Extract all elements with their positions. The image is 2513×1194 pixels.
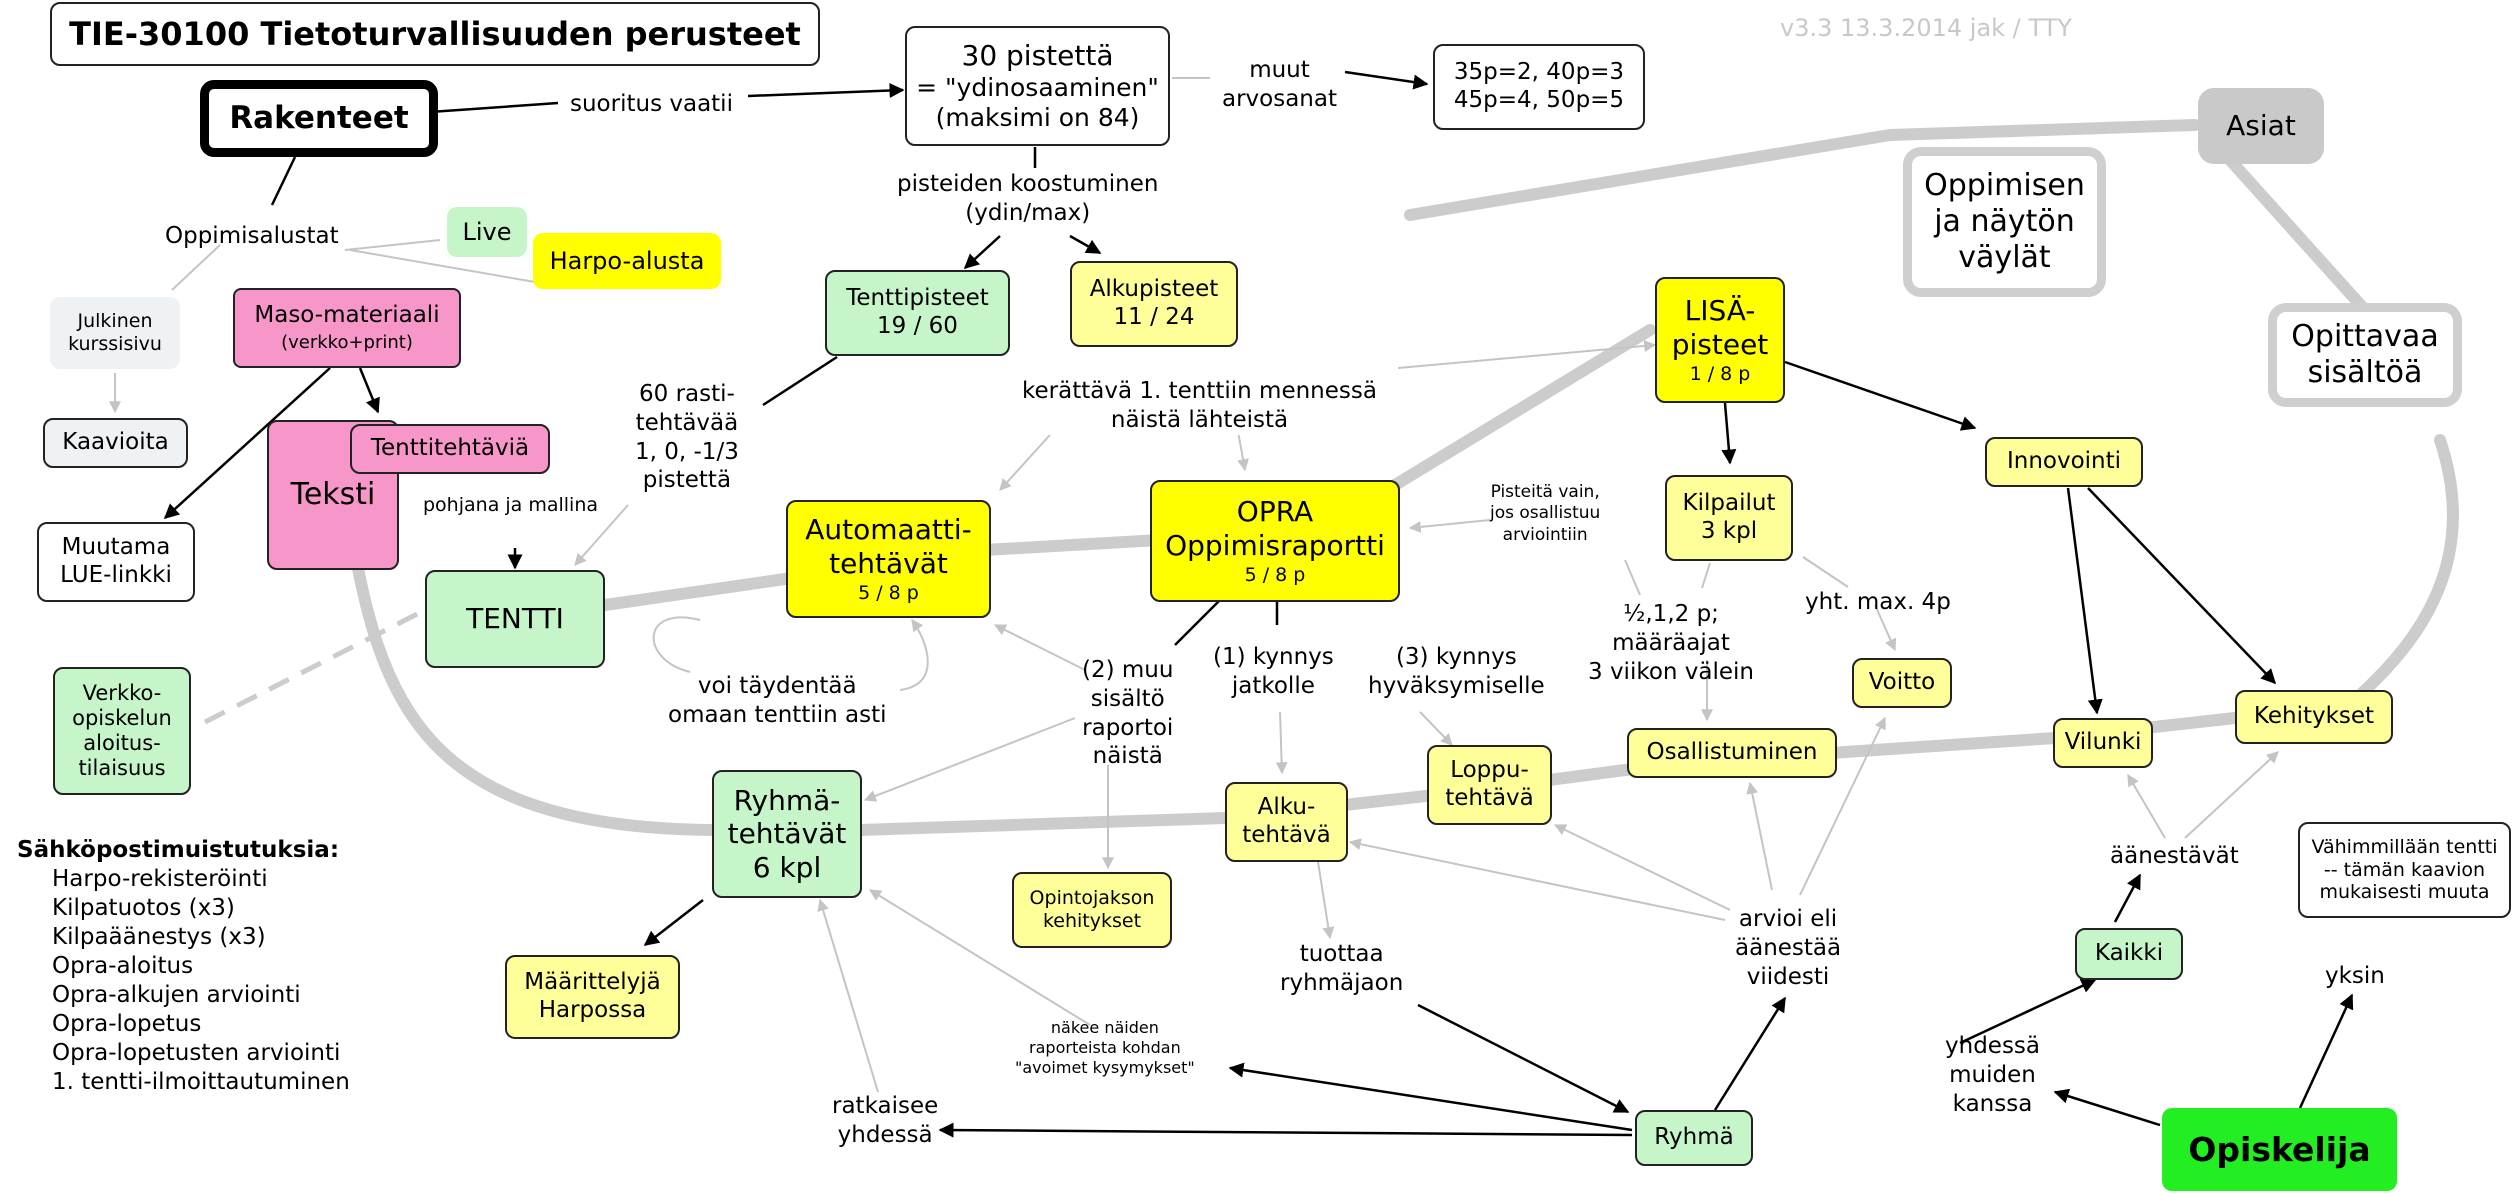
node-asiat: Asiat bbox=[2198, 88, 2324, 164]
node-kaavioita: Kaavioita bbox=[43, 418, 188, 468]
label-voi: voi täydentää omaan tenttiin asti bbox=[668, 673, 887, 728]
tenttipisteet-line1: Tenttipisteet bbox=[846, 285, 989, 312]
node-oppimisen: Oppimisen ja näytön väylät bbox=[1903, 147, 2106, 297]
alkupisteet-line2: 11 / 24 bbox=[1113, 304, 1195, 330]
dashed-verkko bbox=[203, 607, 427, 725]
node-muutama: Muutama LUE-linkki bbox=[37, 522, 195, 602]
node-julkinen: Julkinen kurssisivu bbox=[50, 297, 180, 369]
opra-sub: 5 / 8 p bbox=[1244, 564, 1306, 587]
label-suoritus: suoritus vaatii bbox=[570, 90, 733, 119]
node-alkutehtava: Alku- tehtävä bbox=[1225, 782, 1348, 862]
node-lopputehtava: Loppu- tehtävä bbox=[1427, 745, 1552, 825]
label-yht: yht. max. 4p bbox=[1805, 589, 1951, 615]
opra-line1: OPRA bbox=[1236, 495, 1314, 528]
node-automaatti: Automaatti- tehtävät 5 / 8 p bbox=[786, 500, 991, 618]
node-vilunki: Vilunki bbox=[2053, 718, 2153, 768]
node-live: Live bbox=[447, 207, 527, 257]
node-kehitykset: Kehitykset bbox=[2235, 690, 2393, 744]
label-kynnys3: (3) kynnys hyväksymiselle bbox=[1368, 644, 1545, 699]
node-opittavaa: Opittavaa sisältöä bbox=[2268, 303, 2462, 407]
label-aanestavat: äänestävät bbox=[2110, 843, 2239, 869]
node-lisapisteet: LISÄ- pisteet 1 / 8 p bbox=[1655, 277, 1785, 403]
node-rakenteet: Rakenteet bbox=[200, 80, 438, 157]
reminder-item: Harpo-rekisteröinti bbox=[52, 866, 268, 892]
label-rasti: 60 rasti- tehtävää 1, 0, -1/3 pistettä bbox=[635, 381, 739, 494]
label-nakee: näkee näiden raporteista kohdan "avoimet… bbox=[1015, 1018, 1195, 1077]
reminder-item: Opra-aloitus bbox=[52, 953, 194, 979]
node-harpo-alusta: Harpo-alusta bbox=[533, 233, 721, 289]
grades-line1: 35p=2, 40p=3 bbox=[1453, 59, 1625, 86]
node-opra: OPRA Oppimisraportti 5 / 8 p bbox=[1150, 480, 1400, 602]
backbone-oppimisen bbox=[1404, 119, 2201, 221]
maso-sub: (verkko+print) bbox=[281, 332, 413, 353]
label-kynnys1: (1) kynnys jatkolle bbox=[1213, 644, 1334, 699]
node-alkupisteet: Alkupisteet 11 / 24 bbox=[1070, 261, 1238, 347]
lisapisteet-line2: pisteet bbox=[1671, 327, 1769, 361]
node-voitto: Voitto bbox=[1852, 658, 1952, 708]
label-koostuminen: pisteiden koostuminen (ydin/max) bbox=[897, 171, 1159, 226]
node-ryhmatehtavat: Ryhmä- tehtävät 6 kpl bbox=[712, 770, 862, 898]
automaatti-line2: tehtävät bbox=[829, 546, 948, 580]
automaatti-line1: Automaatti- bbox=[805, 513, 972, 546]
label-muut: muut arvosanat bbox=[1222, 57, 1337, 112]
node-kaikki: Kaikki bbox=[2075, 928, 2183, 980]
reminder-item: Opra-alkujen arviointi bbox=[52, 982, 301, 1008]
backbone-opittavaa bbox=[2354, 434, 2459, 701]
reminders: Sähköpostimuistutuksia: Harpo-rekisteröi… bbox=[17, 836, 350, 1097]
reminder-item: Kilpaäänestys (x3) bbox=[52, 924, 266, 950]
alkupisteet-line1: Alkupisteet bbox=[1089, 276, 1219, 303]
tenttipisteet-line2: 19 / 60 bbox=[877, 313, 958, 339]
node-verkko: Verkko- opiskelun aloitus- tilaisuus bbox=[53, 667, 191, 795]
reminder-item: Opra-lopetusten arviointi bbox=[52, 1040, 341, 1066]
reminder-item: 1. tentti-ilmoittautuminen bbox=[52, 1069, 350, 1095]
backbone-asiat bbox=[2224, 154, 2371, 316]
opra-line2: Oppimisraportti bbox=[1165, 528, 1385, 562]
lisapisteet-sub: 1 / 8 p bbox=[1689, 363, 1751, 386]
points30-line3: (maksimi on 84) bbox=[935, 102, 1140, 132]
node-maso: Maso-materiaali (verkko+print) bbox=[233, 288, 461, 368]
maso-title: Maso-materiaali bbox=[254, 302, 440, 329]
node-tenttitehtavia: Tenttitehtäviä bbox=[350, 424, 550, 474]
automaatti-sub: 5 / 8 p bbox=[858, 582, 919, 605]
version-label: v3.3 13.3.2014 jak / TTY bbox=[1780, 14, 2072, 42]
node-tentti: TENTTI bbox=[425, 570, 605, 668]
node-kilpailut: Kilpailut 3 kpl bbox=[1665, 475, 1793, 561]
label-tuottaa: tuottaa ryhmäjaon bbox=[1280, 941, 1404, 996]
label-arvioi: arvioi eli äänestää viidesti bbox=[1735, 906, 1842, 990]
node-osallistuminen: Osallistuminen bbox=[1627, 728, 1837, 778]
backbone-lisa-opra bbox=[1389, 324, 1656, 491]
label-pisteita-vain: Pisteitä vain, jos osallistuu arviointii… bbox=[1490, 482, 1601, 545]
label-pohjana: pohjana ja mallina bbox=[423, 494, 599, 516]
label-oppimisalustat: Oppimisalustat bbox=[165, 223, 339, 249]
node-opiskelija: Opiskelija bbox=[2162, 1108, 2397, 1191]
points30-line2: = "ydinosaaminen" bbox=[916, 72, 1159, 102]
grades-line2: 45p=4, 50p=5 bbox=[1453, 87, 1625, 113]
reminder-item: Opra-lopetus bbox=[52, 1011, 202, 1037]
node-vahimmillaan: Vähimmillään tentti -- tämän kaavion muk… bbox=[2298, 822, 2511, 918]
node-maarittelyja: Määrittelyjä Harpossa bbox=[505, 955, 680, 1039]
label-muu2: (2) muu sisältö raportoi näistä bbox=[1082, 657, 1174, 770]
label-yhdessa: yhdessä muiden kanssa bbox=[1945, 1033, 2040, 1117]
label-kerattava: kerättävä 1. tenttiin mennessä näistä lä… bbox=[1022, 377, 1377, 435]
reminders-heading: Sähköpostimuistutuksia: bbox=[17, 837, 340, 863]
node-opintojakson: Opintojakson kehitykset bbox=[1012, 872, 1172, 948]
reminder-item: Kilpatuotos (x3) bbox=[52, 895, 235, 921]
label-yksin: yksin bbox=[2325, 963, 2385, 989]
node-innovointi: Innovointi bbox=[1985, 437, 2143, 487]
node-ryhma: Ryhmä bbox=[1635, 1110, 1753, 1166]
label-half: ½,1,2 p; määräajat 3 viikon välein bbox=[1588, 601, 1755, 685]
lisapisteet-line1: LISÄ- bbox=[1684, 294, 1756, 327]
node-grades: 35p=2, 40p=3 45p=4, 50p=5 bbox=[1433, 44, 1645, 130]
label-ratkaisee: ratkaisee yhdessä bbox=[832, 1093, 939, 1148]
points30-line1: 30 pistettä bbox=[961, 39, 1114, 73]
node-points30: 30 pistettä = "ydinosaaminen" (maksimi o… bbox=[905, 26, 1170, 146]
page-title: TIE-30100 Tietoturvallisuuden perusteet bbox=[50, 2, 820, 66]
node-tenttipisteet: Tenttipisteet 19 / 60 bbox=[825, 270, 1010, 356]
backbone-teksti bbox=[344, 519, 726, 836]
